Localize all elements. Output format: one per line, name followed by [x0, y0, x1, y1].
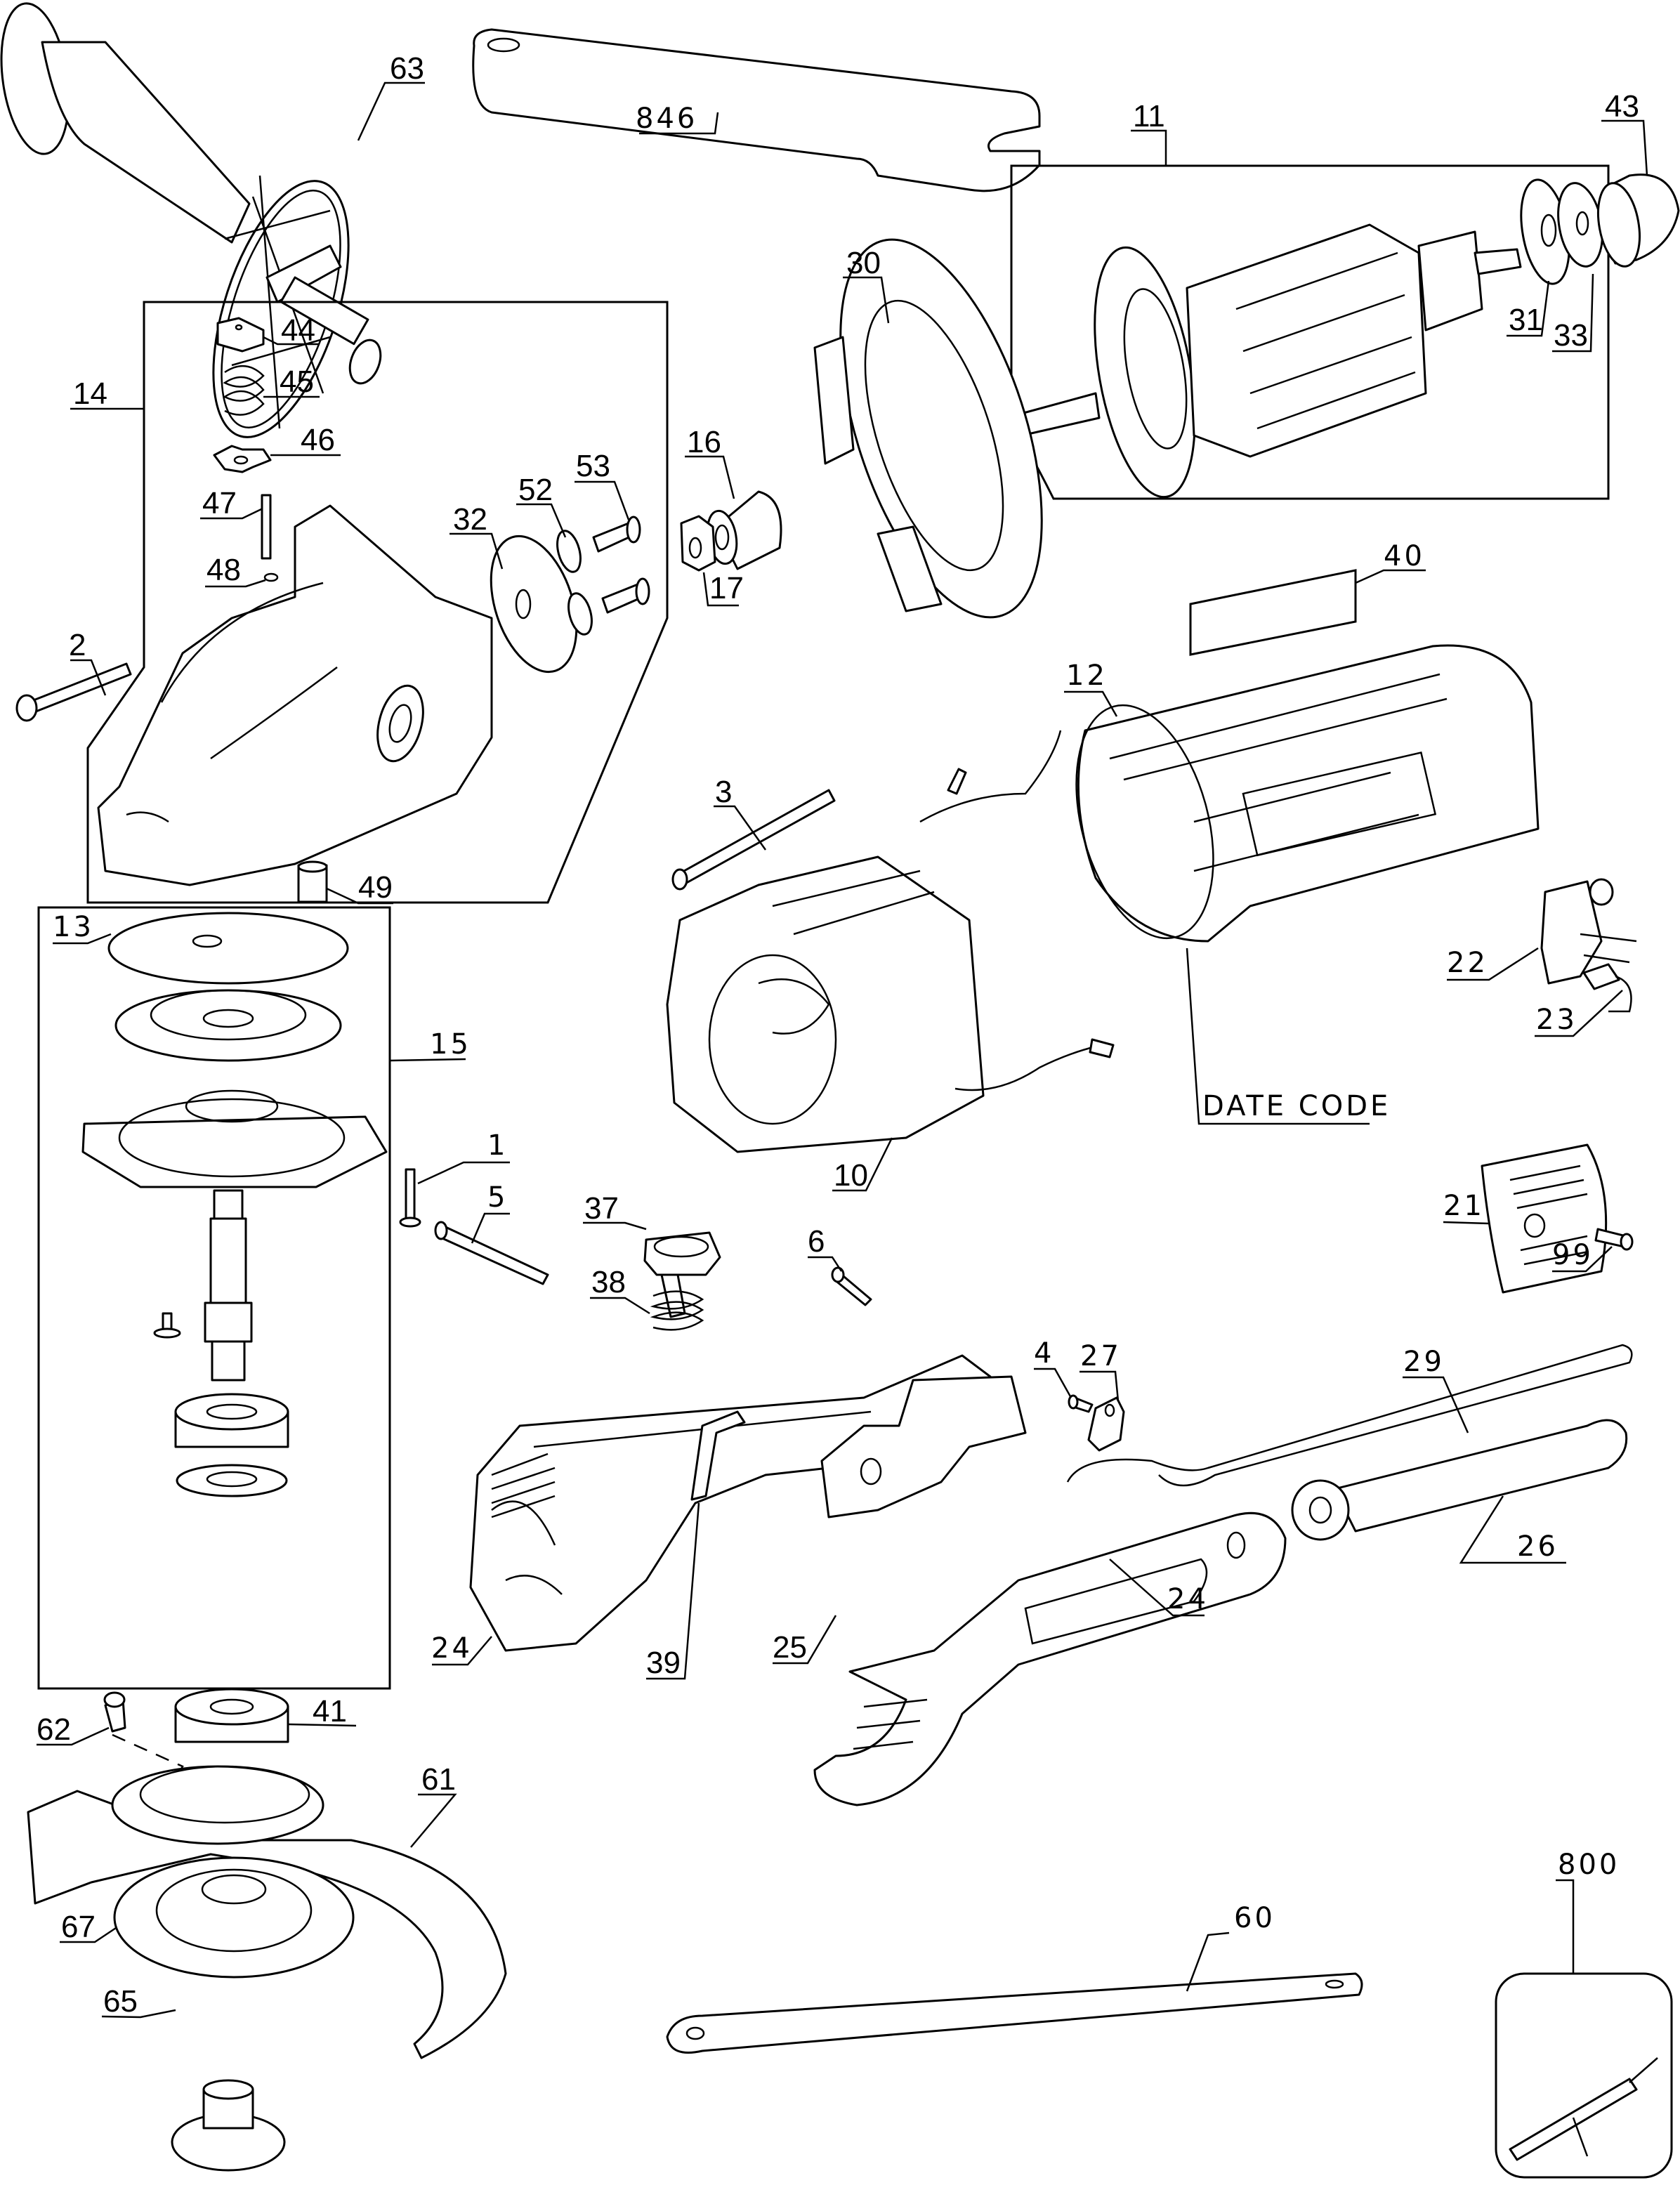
callout-99: 99	[1552, 1239, 1594, 1271]
screw-part-5	[434, 1221, 549, 1285]
callout-25: 25	[773, 1630, 807, 1665]
callout-846: 846	[636, 103, 697, 135]
baffle-part-30	[813, 238, 1043, 619]
callout-38: 38	[591, 1265, 626, 1299]
callout-6: 6	[808, 1224, 825, 1259]
callout-13: 13	[53, 911, 94, 943]
spindle-assembly-part-15	[37, 906, 391, 1690]
callout-800: 800	[1558, 1849, 1620, 1881]
side-handle-part-63	[0, 2, 382, 438]
callout-12: 12	[1066, 660, 1108, 692]
end-cap-part-21	[1481, 1143, 1608, 1294]
callout-47: 47	[202, 486, 237, 520]
callout-67: 67	[61, 1910, 96, 1944]
callout-date-code: DATE CODE	[1202, 1090, 1391, 1122]
nameplate-part-40	[1189, 569, 1357, 656]
callout-10: 10	[834, 1158, 868, 1193]
callout-24-right: 24	[1167, 1583, 1209, 1615]
callout-45: 45	[280, 365, 314, 399]
callout-62: 62	[37, 1712, 71, 1747]
screw-part-2	[15, 662, 132, 722]
callout-37: 37	[584, 1191, 619, 1226]
screw-part-1	[399, 1168, 421, 1228]
field-part-10	[666, 730, 1115, 1153]
switch-part-25	[820, 1375, 1027, 1518]
callout-16: 16	[687, 425, 721, 459]
callout-11: 11	[1133, 99, 1165, 133]
callout-26: 26	[1517, 1530, 1558, 1563]
callouts: 63 846 11 43 30 31 33 14 44 45 46 47	[37, 51, 1648, 2019]
callout-31: 31	[1509, 303, 1543, 337]
callout-4: 4	[1034, 1337, 1054, 1370]
callout-23: 23	[1536, 1004, 1577, 1036]
callout-61: 61	[421, 1762, 456, 1797]
brush-part-23	[1582, 963, 1632, 1013]
callout-24-left: 24	[431, 1632, 473, 1665]
callout-63: 63	[390, 51, 424, 86]
screw-part-4	[1068, 1394, 1094, 1413]
bearing-part-41	[174, 1688, 289, 1743]
callout-3: 3	[715, 775, 732, 809]
callout-29: 29	[1403, 1346, 1445, 1378]
gear-case-assembly-part-14	[86, 301, 669, 904]
callout-46: 46	[301, 423, 335, 457]
wheel-guard-part-61	[27, 1765, 507, 2059]
switch-lock-button-part-37	[643, 1231, 721, 1318]
callout-33: 33	[1554, 318, 1588, 353]
callout-15: 15	[430, 1028, 471, 1061]
callout-30: 30	[846, 246, 881, 280]
callout-2: 2	[69, 628, 86, 662]
callout-39: 39	[646, 1646, 681, 1680]
callout-65: 65	[103, 1984, 138, 2019]
screw-part-6	[831, 1266, 872, 1306]
callout-48: 48	[206, 553, 241, 587]
callout-17: 17	[709, 571, 744, 605]
callout-41: 41	[313, 1694, 347, 1729]
cord-boot-part-26	[1291, 1419, 1628, 1541]
spanner-wrench-part-60	[666, 1972, 1363, 2054]
backing-flange-part-67	[113, 1856, 355, 1979]
power-cord-part-29	[1066, 1344, 1633, 1487]
clamp-nut-part-65	[171, 2079, 286, 2172]
callout-52: 52	[518, 473, 553, 507]
callout-43: 43	[1605, 89, 1639, 124]
callout-40: 40	[1384, 540, 1425, 572]
handle-half-part-24-right	[813, 1511, 1287, 1806]
callout-60: 60	[1234, 1902, 1275, 1934]
spanner-wrench-part-846	[472, 28, 1041, 192]
armature-assembly-part-11	[1010, 164, 1610, 500]
accessory-tool-part-800	[1495, 1972, 1673, 2179]
callout-44: 44	[281, 313, 315, 348]
switch-lever-part-39	[690, 1410, 746, 1501]
screw-part-99	[1594, 1228, 1634, 1251]
motor-housing-part-12	[1075, 644, 1540, 943]
callout-22: 22	[1447, 947, 1488, 979]
bearing-sleeve-part-43	[1597, 173, 1680, 268]
callout-5: 5	[487, 1181, 508, 1214]
callout-14: 14	[73, 376, 107, 411]
callout-21: 21	[1443, 1190, 1485, 1222]
callout-27: 27	[1080, 1340, 1122, 1372]
callout-49: 49	[358, 870, 393, 905]
nut-part-17	[680, 515, 716, 572]
callout-32: 32	[453, 502, 487, 537]
brush-holder-part-22	[1540, 878, 1637, 985]
spring-part-38	[650, 1290, 704, 1331]
cord-clamp-part-27	[1087, 1396, 1125, 1452]
callout-53: 53	[576, 449, 610, 483]
callout-1: 1	[487, 1129, 508, 1162]
